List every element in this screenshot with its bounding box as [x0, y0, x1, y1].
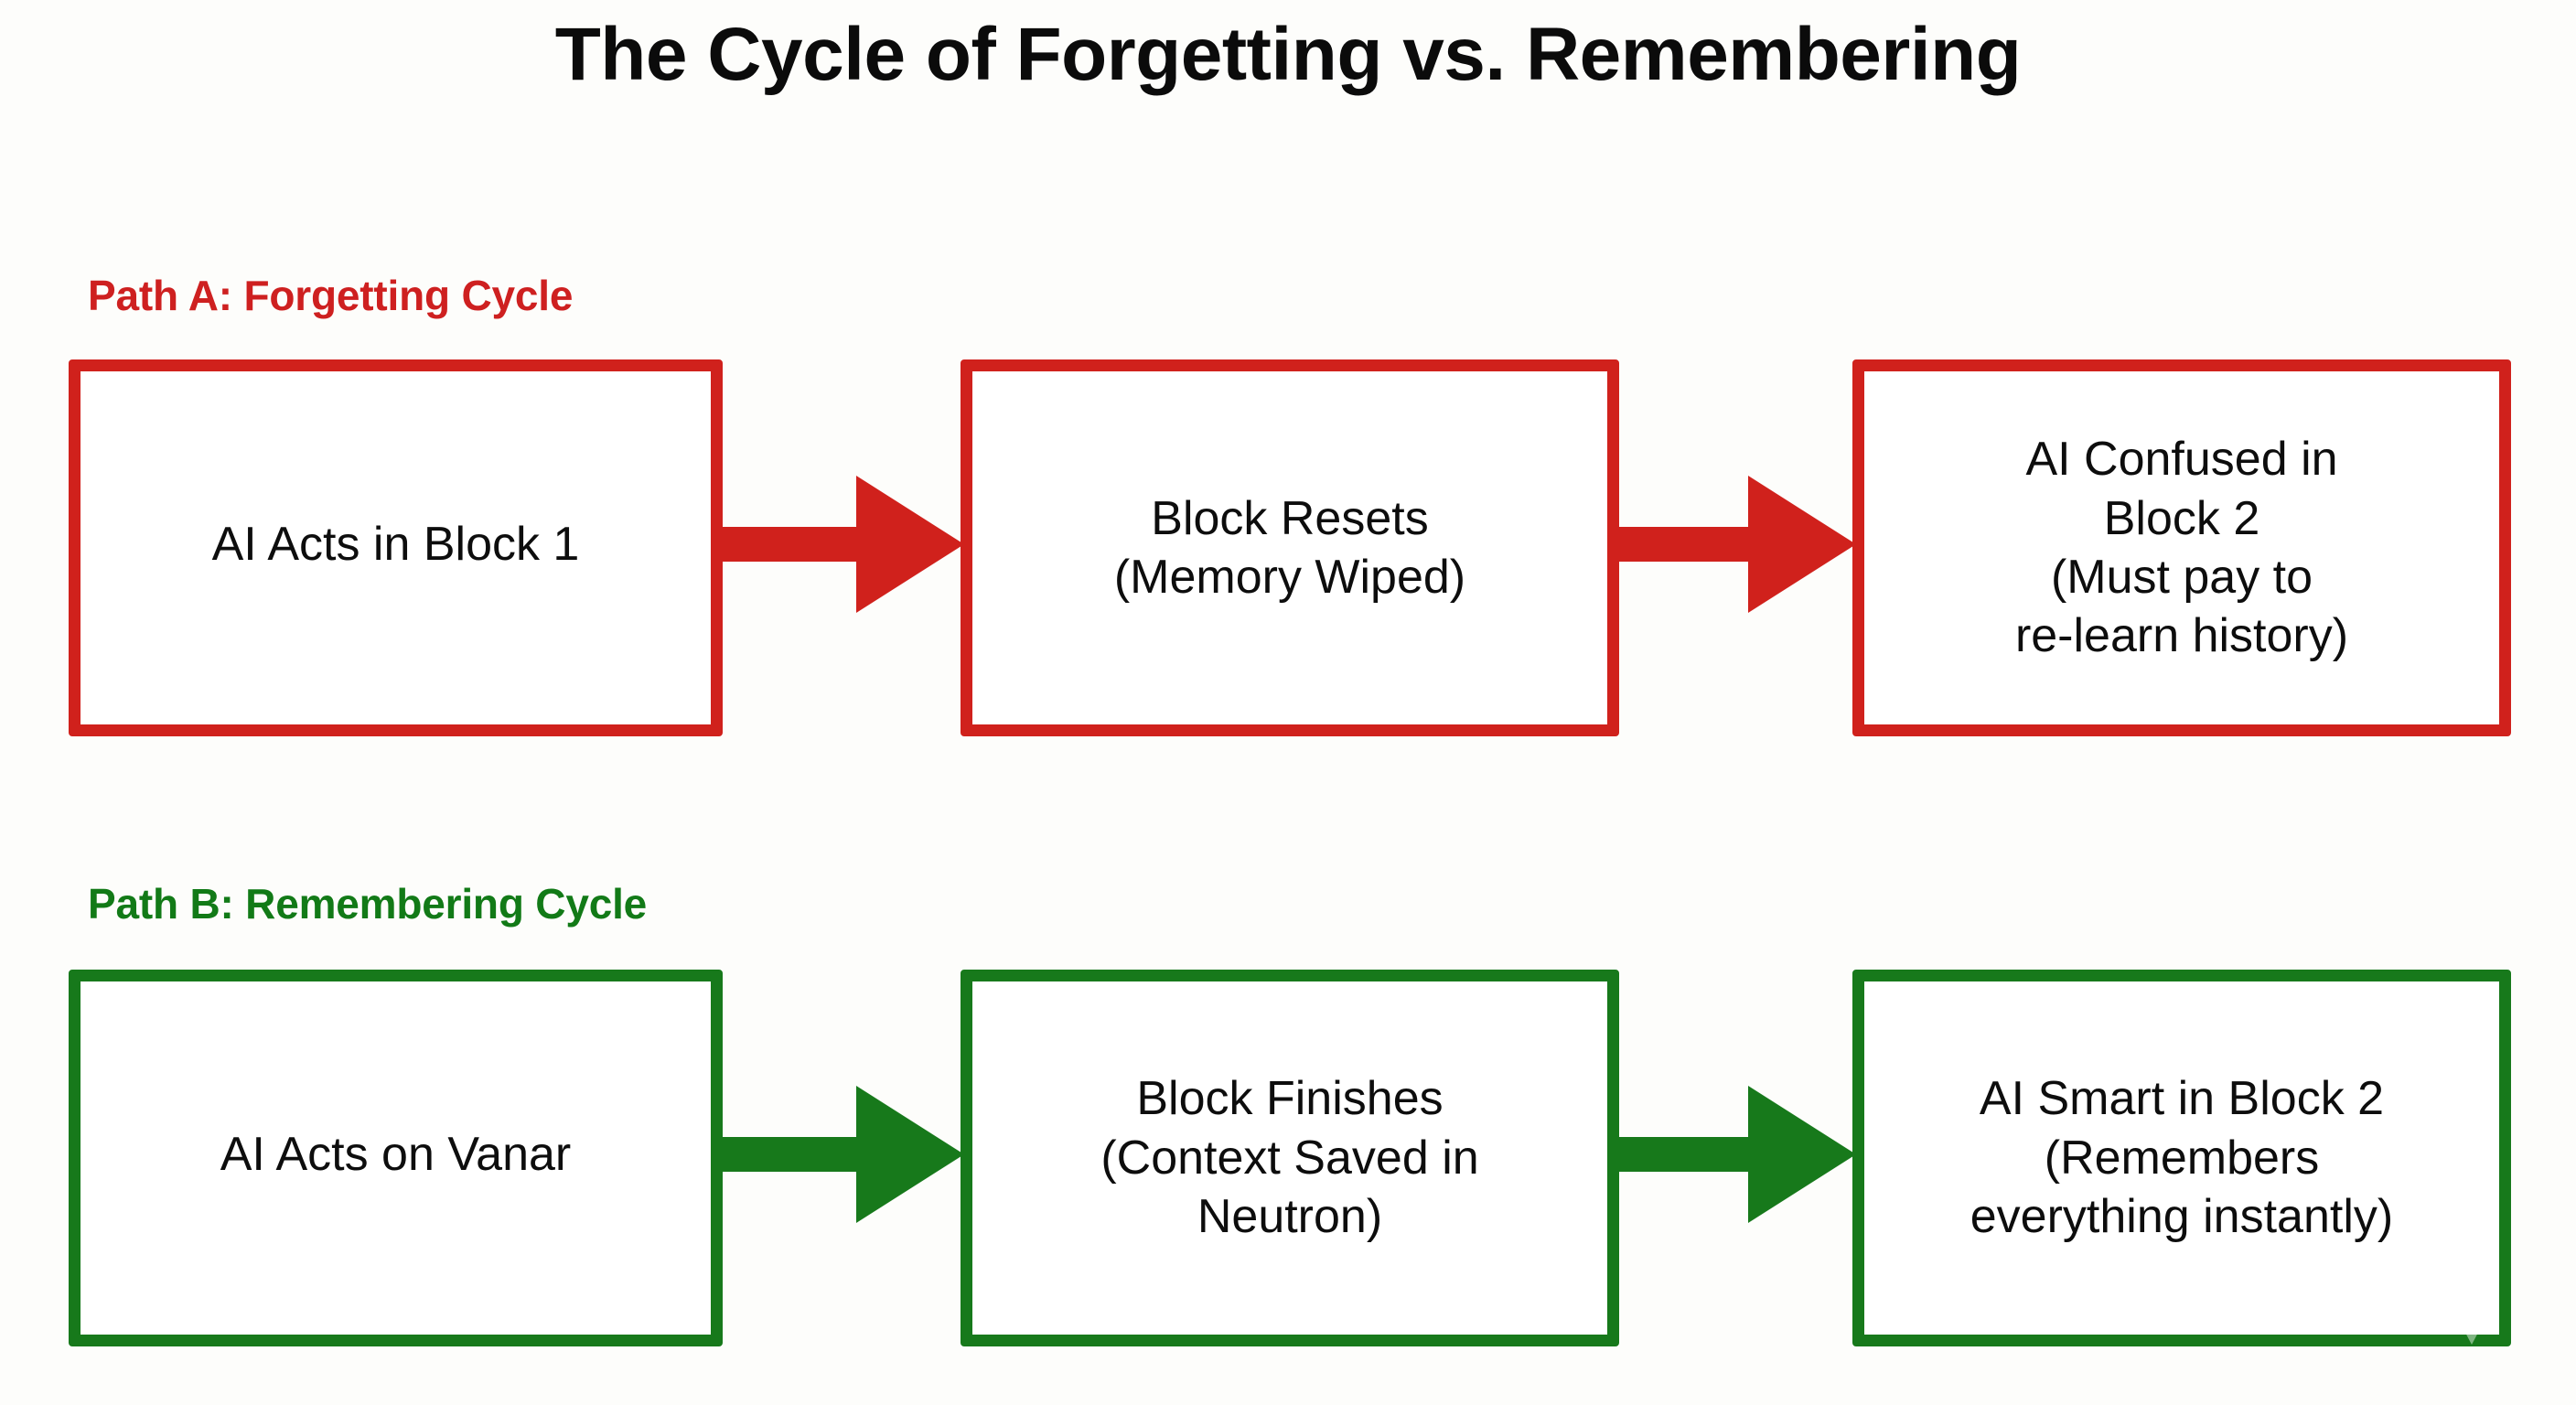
arrow-b1-to-b2	[719, 1086, 964, 1223]
flow-box-label: Block Resets(Memory Wiped)	[1113, 491, 1466, 604]
flow-box-label: AI Acts in Block 1	[211, 517, 580, 571]
flow-box-label: AI Acts on Vanar	[220, 1127, 572, 1181]
page-title: The Cycle of Forgetting vs. Remembering	[554, 13, 2022, 96]
arrow-a1-to-a2	[719, 476, 964, 613]
path-b-label: Path B: Remembering Cycle	[88, 880, 648, 928]
block-arrow-shape	[1615, 1086, 1856, 1223]
arrow-a2-to-a3	[1615, 476, 1856, 613]
flow-box-ai-acts-on-vanar[interactable]: AI Acts on Vanar	[69, 970, 723, 1346]
path-a-label: Path A: Forgetting Cycle	[88, 272, 574, 319]
block-arrow-shape	[719, 1086, 964, 1223]
block-arrow-shape	[1615, 476, 1856, 613]
arrow-b2-to-b3	[1615, 1086, 1856, 1223]
flow-box-ai-acts-in-block-1[interactable]: AI Acts in Block 1	[69, 359, 723, 736]
block-arrow-shape	[719, 476, 964, 613]
flow-box-block-resets[interactable]: Block Resets(Memory Wiped)	[961, 359, 1619, 736]
